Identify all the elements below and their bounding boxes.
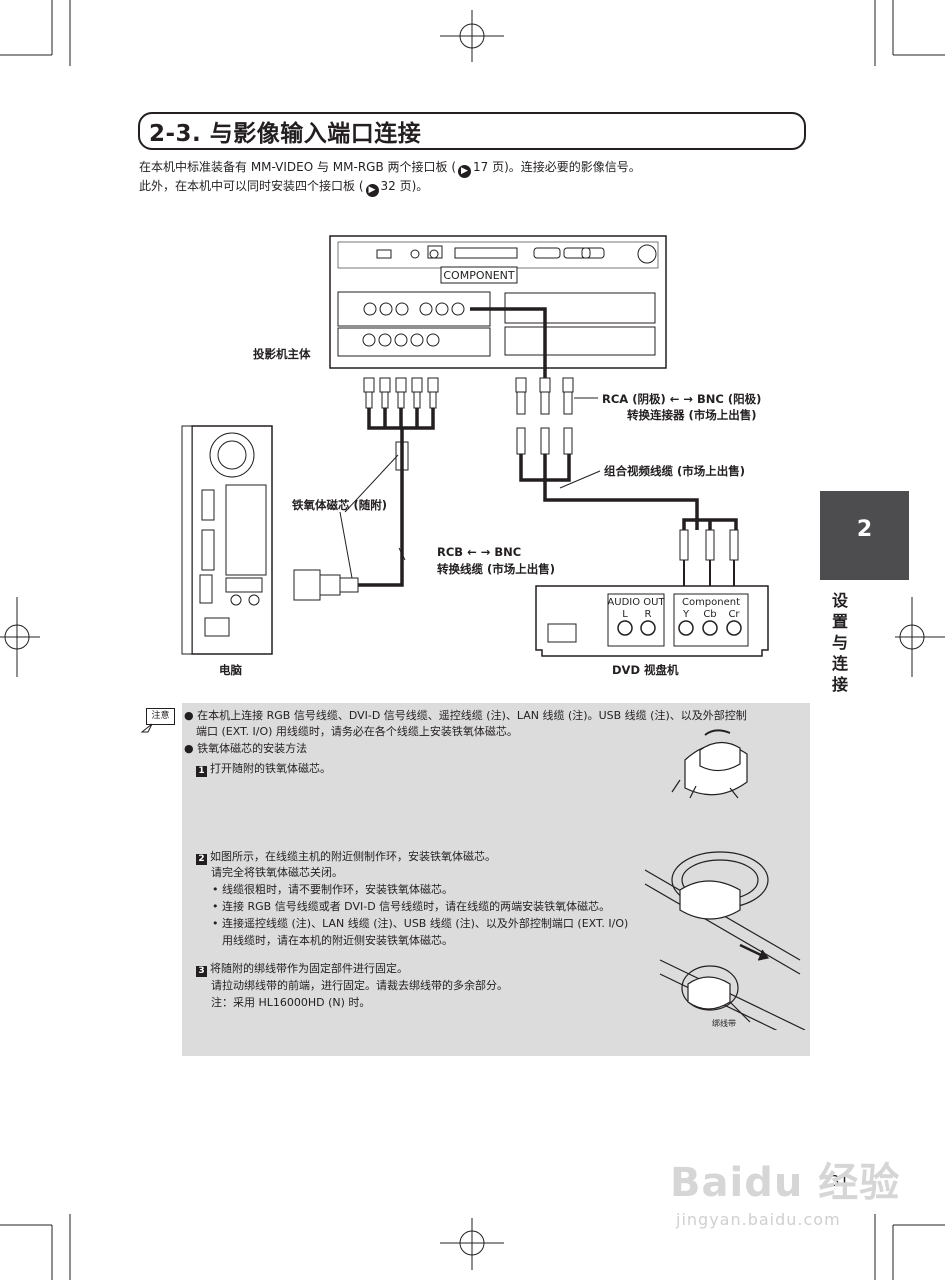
chapter-tab — [820, 491, 909, 580]
step-2-bullet-1: • 线缆很粗时，请不要制作环，安装铁氧体磁芯。 — [212, 883, 453, 896]
projector-label: 投影机主体 — [253, 347, 311, 361]
page-ref-number: 32 — [380, 179, 396, 193]
step-number: 1 — [196, 766, 207, 777]
component-label-box — [440, 266, 518, 284]
baidu-watermark-url: jingyan.baidu.com — [676, 1210, 841, 1229]
step-text: 打开随附的铁氧体磁芯。 — [210, 762, 331, 775]
intro-text: 页)。 — [395, 179, 429, 193]
note-bullet-2: ● 铁氧体磁芯的安装方法 — [184, 742, 308, 755]
rca-bnc-label-2: 转换连接器 (市场上出售) — [627, 408, 757, 422]
ferrite-label: 铁氧体磁芯 (随附) — [292, 498, 388, 512]
step-number: 3 — [196, 966, 207, 977]
projector-panel — [329, 235, 667, 369]
page-title: 2-3. 与影像输入端口连接 — [149, 121, 422, 147]
step-2-bullet-2: • 连接 RGB 信号线缆或者 DVI-D 信号线缆时，请在线缆的两端安装铁氧体… — [212, 900, 611, 913]
page-ref-icon: ▶ — [365, 184, 379, 197]
audio-out-label: AUDIO OUT — [607, 597, 665, 608]
step-2-sub: 请完全将铁氧体磁芯关闭。 — [211, 866, 343, 879]
comp-cr-label: Cr — [728, 609, 740, 620]
step-number: 2 — [196, 854, 207, 865]
note-bullet-1: ● 在本机上连接 RGB 信号线缆、DVI-D 信号线缆、遥控线缆 (注)、LA… — [184, 709, 747, 722]
audio-r-label: R — [645, 609, 652, 620]
baidu-watermark: Baidu 经验 — [670, 1160, 901, 1206]
composite-cable-label: 组合视频线缆 (市场上出售) — [604, 464, 746, 478]
title-frame — [138, 112, 806, 150]
binding-band-icon — [681, 965, 739, 1011]
intro-line-1: 在本机中标准装备有 MM-VIDEO 与 MM-RGB 两个接口板 (▶17 页… — [139, 158, 641, 178]
comp-cb-label: Cb — [703, 609, 716, 620]
step-2-bullet-3: • 连接遥控线缆 (注)、LAN 线缆 (注)、USB 线缆 (注)、以及外部控… — [212, 917, 629, 930]
caution-icon: 注意 — [146, 708, 175, 725]
connection-diagram: COMPONENT AUDIO OUT L R Component Y Cb C… — [181, 235, 769, 657]
caution-pointer-icon — [140, 723, 153, 733]
rca-bnc-label-1: RCA (阴极) ← → BNC (阳极) — [602, 392, 762, 406]
step-3-sub-2: 注：采用 HL16000HD (N) 时。 — [211, 996, 371, 1009]
component-label: COMPONENT — [443, 269, 515, 282]
step-text: 如图所示，在线缆主机的附近侧制作环，安装铁氧体磁芯。 — [210, 850, 496, 863]
step-3-sub-1: 请拉动绑线带的前端，进行固定。请裁去绑线带的多余部分。 — [211, 979, 508, 992]
chapter-number: 2 — [856, 517, 873, 542]
intro-line-2: 此外，在本机中可以同时安装四个接口板 (▶32 页)。 — [139, 177, 428, 197]
ferrite-illustrations — [644, 729, 806, 1030]
comp-y-label: Y — [682, 609, 690, 620]
step-2-bullet-3-cont: 用线缆时，请在本机的附近侧安装铁氧体磁芯。 — [222, 934, 453, 947]
intro-text: 在本机中标准装备有 MM-VIDEO 与 MM-RGB 两个接口板 ( — [139, 160, 457, 174]
chapter-title: 设置与连接 — [832, 591, 849, 694]
note-bullet-1-cont: 端口 (EXT. I/O) 用线缆时，请务必在各个线缆上安装铁氧体磁芯。 — [196, 725, 518, 738]
ferrite-closed-icon — [679, 880, 741, 920]
page-ref-number: 17 — [473, 160, 489, 174]
note-text: 铁氧体磁芯的安装方法 — [197, 742, 308, 755]
audio-l-label: L — [622, 609, 628, 620]
intro-text: 此外，在本机中可以同时安装四个接口板 ( — [139, 179, 364, 193]
rcb-bnc-label-1: RCB ← → BNC — [437, 545, 522, 559]
step-text: 将随附的绑线带作为固定部件进行固定。 — [210, 962, 408, 975]
rcb-bnc-label-2: 转换线缆 (市场上出售) — [437, 562, 556, 576]
page-number: 31 — [830, 1172, 850, 1190]
component-out-label: Component — [682, 597, 740, 608]
dvd-label: DVD 视盘机 — [612, 663, 679, 677]
computer-label: 电脑 — [219, 663, 242, 677]
page-ref-icon: ▶ — [458, 165, 472, 178]
note-text: 在本机上连接 RGB 信号线缆、DVI-D 信号线缆、遥控线缆 (注)、LAN … — [197, 709, 747, 722]
binding-band-label: 绑线带 — [712, 1019, 736, 1028]
intro-text: 页)。连接必要的影像信号。 — [488, 160, 641, 174]
